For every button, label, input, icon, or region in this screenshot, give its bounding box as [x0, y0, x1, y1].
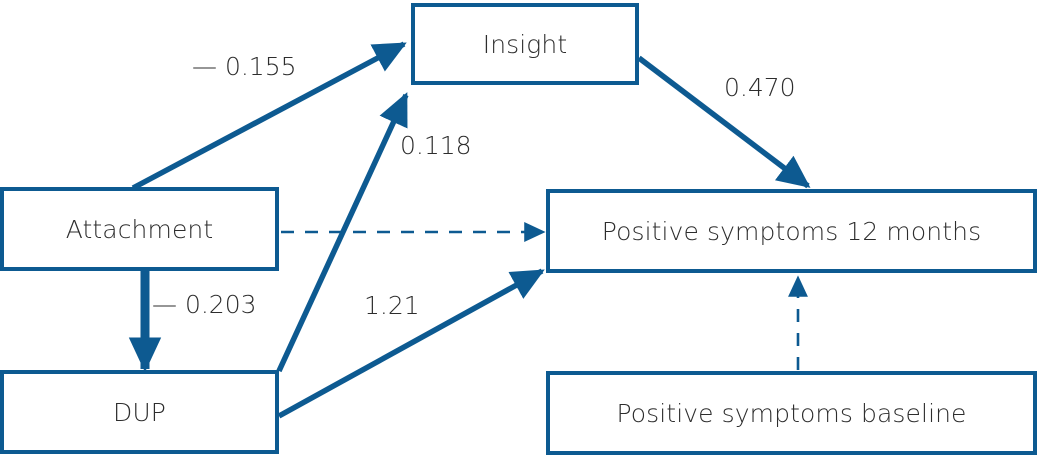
edge-label-attachment-to-dup: — 0.203: [152, 290, 257, 319]
edge-label-dup-to-insight: 0.118: [400, 131, 472, 160]
node-positive-symptoms-12-months-label: Positive symptoms 12 months: [601, 216, 982, 246]
node-attachment[interactable]: Attachment: [0, 187, 279, 271]
node-attachment-label: Attachment: [65, 214, 214, 244]
node-insight[interactable]: Insight: [411, 3, 639, 85]
node-dup[interactable]: DUP: [0, 370, 279, 454]
node-positive-symptoms-baseline[interactable]: Positive symptoms baseline: [546, 371, 1037, 455]
node-dup-label: DUP: [113, 397, 166, 427]
edge-dup-to-insight: [276, 92, 409, 373]
node-insight-label: Insight: [482, 29, 568, 59]
node-positive-symptoms-12-months[interactable]: Positive symptoms 12 months: [546, 189, 1037, 273]
edge-insight-to-positive-symptoms-12-months: [637, 55, 811, 189]
edge-label-dup-to-positive-symptoms-12-months: 1.21: [364, 291, 420, 320]
edge-dup-to-positive-symptoms-12-months: [277, 268, 545, 419]
edge-attachment-to-insight: [131, 41, 407, 191]
edge-label-insight-to-positive-symptoms-12-months: 0.470: [724, 73, 796, 102]
node-positive-symptoms-baseline-label: Positive symptoms baseline: [616, 398, 967, 428]
edge-label-attachment-to-insight: — 0.155: [192, 52, 297, 81]
